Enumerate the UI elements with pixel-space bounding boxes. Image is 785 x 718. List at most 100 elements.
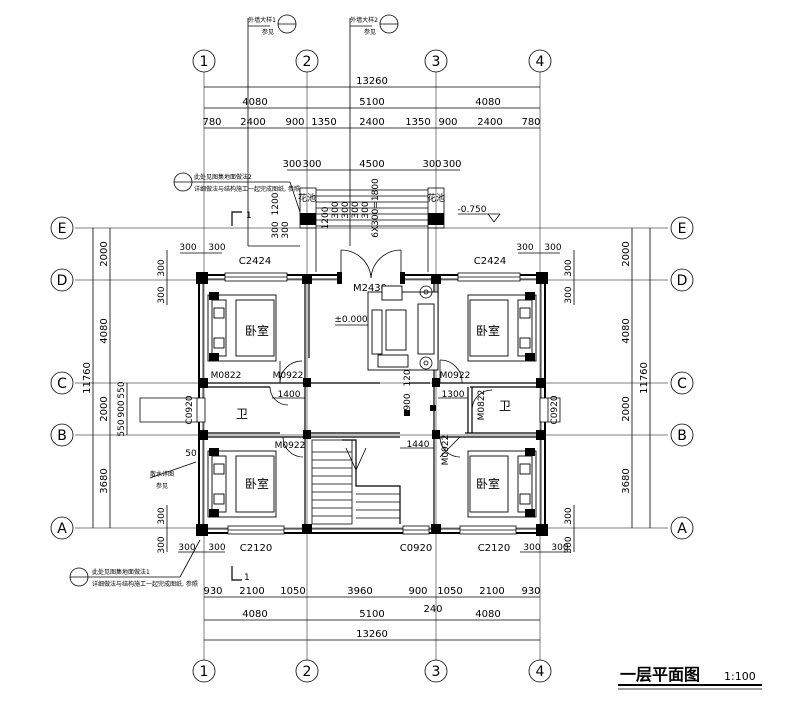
note-label-detail-1: 外墙大样1 — [248, 16, 276, 24]
dim-right-total: 11760 — [639, 362, 650, 394]
axis-label-e-right: E — [678, 221, 687, 237]
corner-dimensions: 300 300 300 300 300 300 300 300 — [178, 243, 570, 553]
svg-text:300: 300 — [361, 201, 371, 218]
svg-text:2000: 2000 — [99, 396, 110, 421]
bedroom-furniture-top-right — [467, 292, 537, 362]
note-porch: 此处见图集地面做法2 详细做法与结构施工一起完成图纸, 参照 — [173, 172, 301, 213]
svg-text:4080: 4080 — [475, 97, 500, 108]
svg-text:5100: 5100 — [359, 97, 384, 108]
window-label-c2424-right: C2424 — [474, 256, 506, 267]
svg-text:参见: 参见 — [262, 28, 274, 36]
svg-text:900: 900 — [438, 117, 457, 128]
svg-text:900: 900 — [408, 586, 427, 597]
window-label-c2120-left: C2120 — [240, 543, 272, 554]
window-label-c0920-right: C0920 — [550, 395, 560, 424]
svg-text:240: 240 — [423, 604, 442, 615]
svg-text:120: 120 — [403, 369, 413, 386]
door-swings — [269, 359, 493, 458]
room-label-bedroom-top-right: 卧室 — [476, 323, 500, 338]
interior-dimensions: 1400 1300 1440 900 120 50 — [185, 369, 468, 459]
svg-text:2400: 2400 — [240, 117, 265, 128]
svg-text:2000: 2000 — [99, 241, 110, 266]
note-top-left: 外墙大样1 参见 — [247, 14, 300, 247]
svg-text:2100: 2100 — [239, 586, 264, 597]
section-mark-top: 1 — [246, 211, 252, 221]
porch-level-marker: -0.750 — [457, 205, 501, 223]
axis-label-d-right: D — [677, 273, 688, 289]
dimensions-bottom: 930 2100 1050 3960 900 1050 2100 930 240… — [203, 586, 541, 641]
svg-text:6X300=1800: 6X300=1800 — [371, 178, 381, 238]
svg-text:300: 300 — [564, 286, 574, 303]
svg-text:930: 930 — [203, 586, 222, 597]
axis-label-b-right: B — [677, 428, 687, 444]
windows — [139, 272, 561, 535]
svg-text:780: 780 — [521, 117, 540, 128]
axis-label-3-top: 3 — [432, 54, 441, 70]
svg-text:参见: 参见 — [156, 482, 168, 490]
drawing-scale: 1:100 — [724, 670, 756, 683]
svg-text:550: 550 — [117, 419, 127, 436]
room-label-bedroom-top-left: 卧室 — [245, 323, 269, 338]
svg-text:900: 900 — [285, 117, 304, 128]
window-label-c0920-bottom: C0920 — [400, 543, 432, 554]
door-label-main: M2430 — [353, 283, 387, 294]
bedroom-furniture-bottom-left — [207, 448, 277, 518]
note-side: 散水详图 参见 — [149, 461, 197, 490]
svg-text:此处见图集地面做法1: 此处见图集地面做法1 — [92, 568, 150, 576]
main-door-swing — [337, 249, 405, 284]
svg-text:4500: 4500 — [359, 159, 384, 170]
living-room-sofa-set — [367, 285, 439, 371]
porch-level-label: -0.750 — [457, 205, 486, 215]
svg-text:300: 300 — [351, 201, 361, 218]
svg-text:780: 780 — [202, 117, 221, 128]
window-labels: C2424 C2424 C2120 C0920 C2120 C0920 C092… — [185, 256, 560, 554]
svg-text:3680: 3680 — [621, 468, 632, 493]
window-label-c2120-right: C2120 — [478, 543, 510, 554]
svg-text:50: 50 — [185, 449, 197, 459]
axis-label-4-bottom: 4 — [536, 664, 545, 680]
drawing-title-block: 一层平面图 1:100 — [618, 665, 762, 690]
room-label-bath-left: 卫 — [236, 407, 248, 421]
dim-top-total: 13260 — [356, 76, 388, 87]
axis-label-d-left: D — [57, 273, 68, 289]
svg-text:300: 300 — [281, 221, 291, 238]
axis-label-2-top: 2 — [303, 54, 312, 70]
section-mark-bottom: 1 — [244, 573, 250, 583]
drawing-title: 一层平面图 — [620, 665, 700, 684]
porch-vertical-dims: 1200 300 300 1200 300 300 300 300 6X300=… — [271, 178, 381, 239]
svg-text:300: 300 — [564, 536, 574, 553]
svg-text:300: 300 — [157, 259, 167, 276]
dim-left-total: 11760 — [82, 362, 93, 394]
axis-label-e-left: E — [58, 221, 67, 237]
svg-text:参见: 参见 — [364, 28, 376, 36]
door-labels: M0822 M0922 M0922 M0822 M0922 M0922 — [211, 371, 487, 465]
svg-text:5100: 5100 — [359, 609, 384, 620]
svg-text:300: 300 — [178, 543, 195, 553]
axis-label-c-right: C — [677, 376, 687, 392]
note-label-detail-2: 外墙大样2 — [350, 16, 378, 24]
axis-bubbles-right: E D C B A — [670, 216, 694, 540]
svg-text:1350: 1350 — [311, 117, 336, 128]
svg-text:300: 300 — [208, 543, 225, 553]
svg-text:此处见图集地面做法2: 此处见图集地面做法2 — [194, 173, 252, 181]
svg-text:详细做法与结构施工一起完成图纸, 参照: 详细做法与结构施工一起完成图纸, 参照 — [194, 185, 300, 193]
axis-label-2-bottom: 2 — [303, 664, 312, 680]
porch — [299, 187, 445, 272]
svg-text:4080: 4080 — [242, 97, 267, 108]
axis-label-a-right: A — [677, 521, 687, 537]
svg-text:300: 300 — [422, 159, 441, 170]
window-label-c0920-left: C0920 — [185, 395, 195, 424]
svg-text:300: 300 — [564, 507, 574, 524]
svg-text:4080: 4080 — [475, 609, 500, 620]
door-label-m0922-left-bottom: M0922 — [275, 441, 306, 451]
staircase — [311, 439, 401, 525]
svg-text:2000: 2000 — [621, 241, 632, 266]
dimensions-right: 11760 2000 4080 2000 3680 300 300 300 30… — [564, 228, 651, 554]
door-label-m0822-right: M0822 — [477, 390, 487, 421]
svg-text:2400: 2400 — [477, 117, 502, 128]
dimensions-top: 13260 4080 5100 4080 780 2400 900 1350 2… — [202, 76, 541, 171]
svg-text:4080: 4080 — [99, 318, 110, 343]
svg-text:300: 300 — [564, 259, 574, 276]
svg-text:550: 550 — [117, 381, 127, 398]
